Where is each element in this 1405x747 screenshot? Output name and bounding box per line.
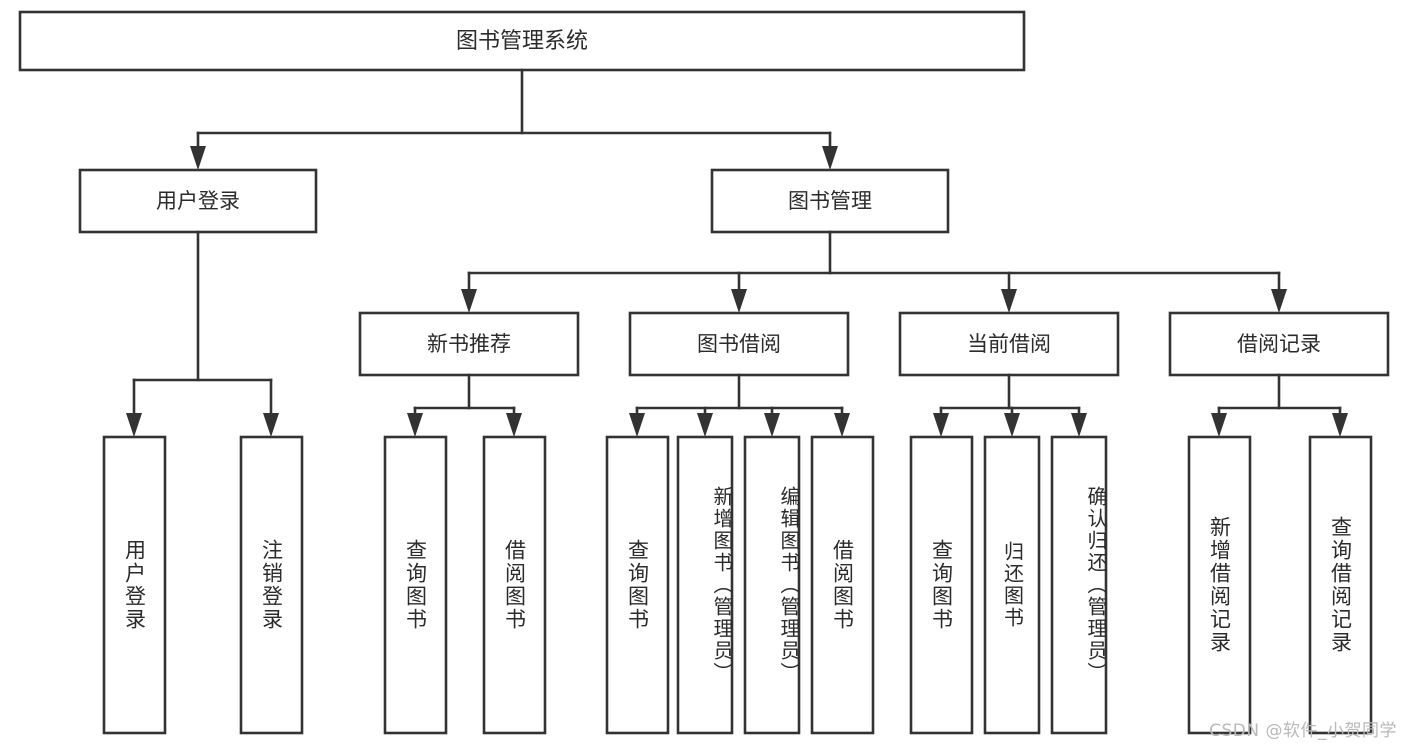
arrow-head-icon [933,413,949,437]
node-root-box [18,10,1026,72]
leaf-user-login-box[interactable] [102,435,167,735]
node-root[interactable]: 图书管理系统 [18,10,1026,72]
arrow-head-icon [1004,413,1020,437]
connector-new-book-recommend-to-leaves [407,373,522,437]
leaf-logout-box[interactable] [239,435,304,735]
arrow-head-icon [731,289,747,313]
leaf-borrow-book-1-box[interactable] [482,435,547,735]
leaf-boxes [102,435,1373,735]
arrow-head-icon [407,413,423,437]
leaf-add-book-box[interactable] [676,435,734,735]
arrow-head-icon [629,413,645,437]
leaf-edit-book-box[interactable] [743,435,801,735]
node-new-book-recommend-label: 新书推荐 [427,332,511,356]
arrow-head-icon [1271,289,1287,313]
leaf-query-book-2-box[interactable] [605,435,670,735]
node-book-management[interactable]: 图书管理 [710,168,950,234]
arrow-head-icon [764,413,780,437]
connector-current-borrow-to-leaves [933,373,1087,437]
connector-borrow-record-to-leaves [1211,373,1348,437]
leaf-borrow-book-2-box[interactable] [810,435,875,735]
node-user-login-label: 用户登录 [156,189,240,213]
node-new-book-recommend[interactable]: 新书推荐 [358,311,580,377]
leaf-query-book-1-box[interactable] [383,435,448,735]
arrow-head-icon [263,413,279,437]
leaf-query-record-box[interactable] [1308,435,1373,735]
arrow-head-icon [834,413,850,437]
node-current-borrow[interactable]: 当前借阅 [898,311,1120,377]
connector-book-management-to-level3 [461,230,1287,313]
node-user-login[interactable]: 用户登录 [78,168,318,234]
node-borrow-record-label: 借阅记录 [1237,332,1321,356]
leaf-add-record-box[interactable] [1187,435,1252,735]
connector-root-to-level2 [190,68,838,170]
connector-user-login-to-leaves [126,230,279,437]
node-new-book-recommend-box [358,311,580,377]
node-user-login-box [78,168,318,234]
node-current-borrow-label: 当前借阅 [967,332,1051,356]
arrow-head-icon [1211,413,1227,437]
arrow-head-icon [1332,413,1348,437]
arrow-head-icon [190,146,206,170]
leaf-confirm-return-box[interactable] [1050,435,1108,735]
arrow-head-icon [461,289,477,313]
leaf-query-book-3-box[interactable] [909,435,974,735]
csdn-watermark: CSDN @软件_小贺同学 [1209,721,1397,741]
arrow-head-icon [822,146,838,170]
arrow-head-icon [126,413,142,437]
leaf-return-book-box[interactable] [983,435,1041,735]
node-borrow-record[interactable]: 借阅记录 [1168,311,1390,377]
connector-book-borrow-to-leaves [629,373,850,437]
arrow-head-icon [1001,289,1017,313]
node-book-borrow-label: 图书借阅 [697,332,781,356]
arrow-head-icon [506,413,522,437]
node-book-borrow[interactable]: 图书借阅 [628,311,850,377]
arrow-head-icon [697,413,713,437]
node-book-management-label: 图书管理 [788,189,872,213]
node-root-label: 图书管理系统 [456,29,588,54]
node-current-borrow-box [898,311,1120,377]
arrow-head-icon [1071,413,1087,437]
